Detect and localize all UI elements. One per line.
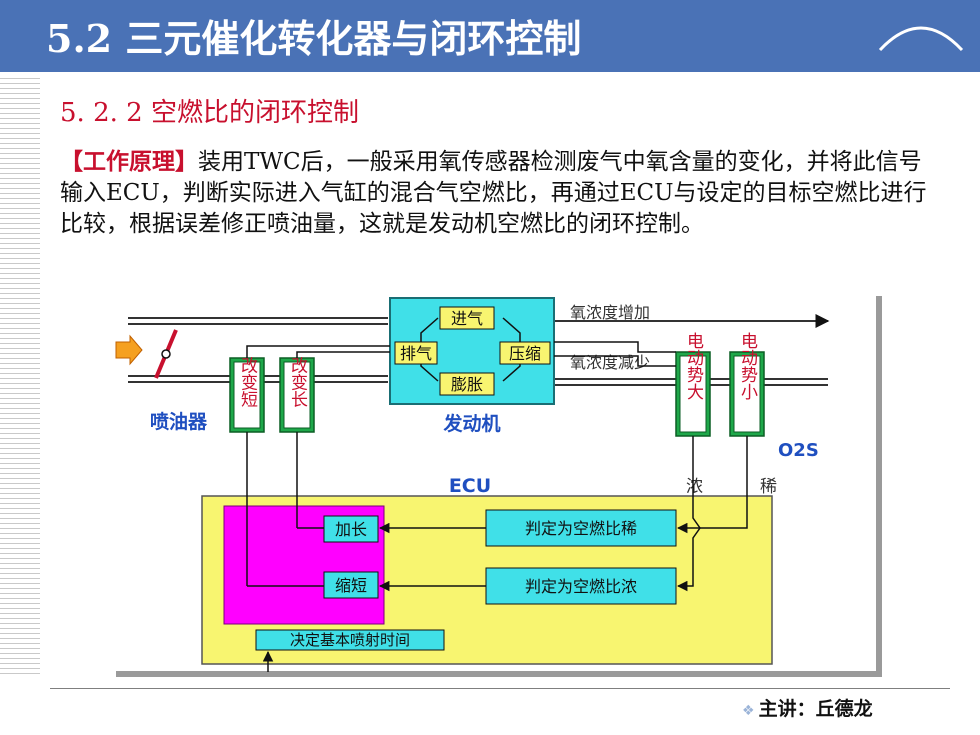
- judge-lean-box: [485, 509, 677, 547]
- paragraph-text: 装用TWC后，一般采用氧传感器检测废气中氧含量的变化，并将此信号输入ECU，判断…: [60, 149, 927, 237]
- intake-arrow-icon: [115, 334, 143, 366]
- stroke-compress-label: 压缩: [509, 344, 541, 363]
- shorten-box-label: 改变短: [237, 356, 258, 407]
- stroke-exhaust: [394, 341, 438, 365]
- lean-label: 稀: [760, 477, 777, 497]
- footer-speaker: ❖主讲：丘德龙: [742, 694, 873, 721]
- body-paragraph: 【工作原理】装用TWC后，一般采用氧传感器检测废气中氧含量的变化，并将此信号输入…: [60, 146, 940, 240]
- base-time-label: 决定基本喷射时间: [290, 631, 410, 649]
- stroke-intake-label: 进气: [451, 309, 483, 328]
- oxygen-down-label: 氧浓度减少: [570, 353, 650, 372]
- diamond-bullet-icon: ❖: [742, 703, 755, 719]
- shorten-label: 缩短: [335, 576, 367, 595]
- footer-divider: [50, 688, 950, 689]
- emf-high-label: 电动势大: [683, 332, 704, 400]
- decorative-stripes: [0, 78, 40, 678]
- paragraph-key: 【工作原理】: [60, 148, 198, 175]
- engine-label: 发动机: [442, 412, 500, 435]
- closed-loop-diagram: 进气 排气 压缩 膨胀 发动机 氧浓度增加 氧浓度减少 改变短 改变长 喷油器 …: [115, 296, 882, 677]
- title-bar: 5.2 三元催化转化器与闭环控制: [0, 0, 980, 72]
- rich-label: 浓: [686, 477, 703, 497]
- judge-lean-label: 判定为空燃比稀: [525, 519, 637, 538]
- ecu-label: ECU: [449, 475, 491, 497]
- speaker-text: 主讲：丘德龙: [758, 698, 873, 720]
- section-heading: 5. 2. 2 空燃比的闭环控制: [60, 98, 359, 128]
- lengthen-box-ecu: [323, 515, 379, 543]
- stroke-expand: [439, 372, 495, 396]
- lengthen-label: 加长: [335, 520, 367, 539]
- oxygen-up-label: 氧浓度增加: [570, 303, 650, 322]
- lengthen-box-label: 改变长: [287, 356, 308, 407]
- stroke-exhaust-label: 排气: [400, 344, 432, 363]
- judge-rich-box: [485, 567, 677, 605]
- decorative-arc: [878, 26, 964, 52]
- o2s-label: O2S: [778, 440, 819, 461]
- base-time-box: [255, 629, 445, 651]
- stroke-expand-label: 膨胀: [451, 375, 483, 394]
- shorten-box-ecu: [323, 571, 379, 599]
- injector-label: 喷油器: [150, 411, 208, 433]
- stroke-intake: [439, 306, 495, 330]
- slide-title: 5.2 三元催化转化器与闭环控制: [46, 16, 582, 61]
- judge-rich-label: 判定为空燃比浓: [525, 577, 637, 596]
- emf-low-label: 电动势小: [737, 332, 758, 401]
- stroke-compress: [499, 341, 551, 365]
